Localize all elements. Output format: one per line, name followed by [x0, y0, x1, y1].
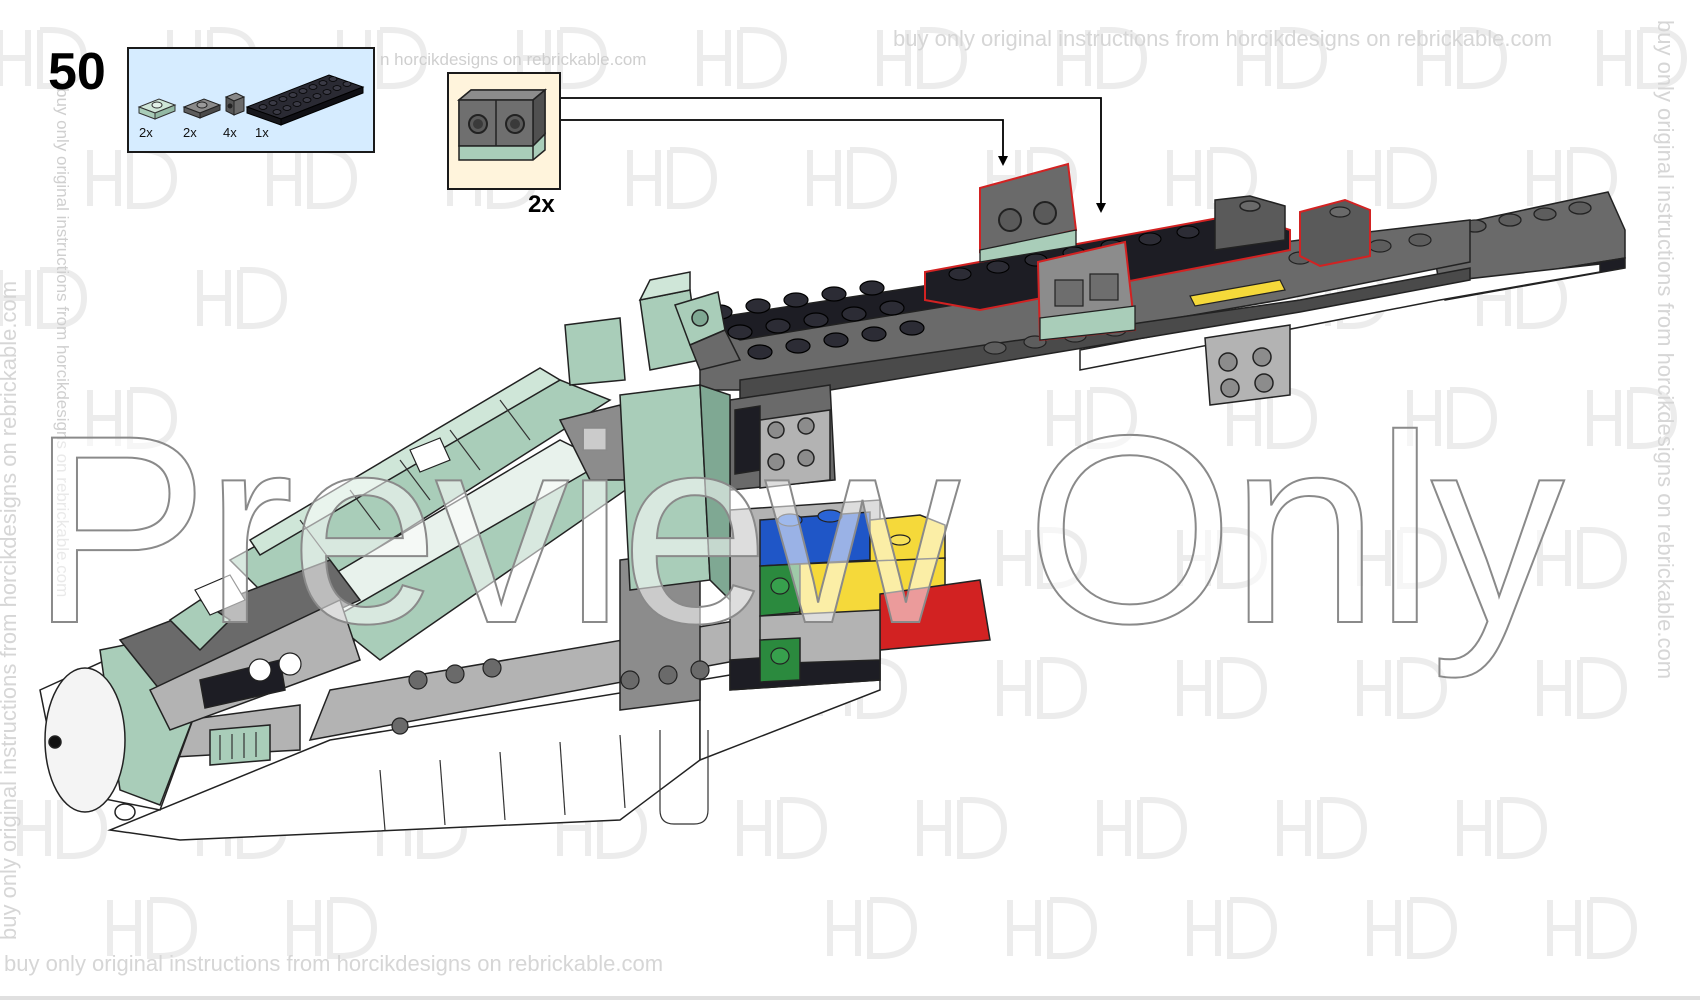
arrow-head-2 [998, 156, 1008, 166]
black-plate-2x8-icon [245, 74, 365, 126]
new-bracket-lower [1036, 240, 1137, 342]
watermark-inner-fragment: n horcikdesigns on rebrickable.com [380, 50, 647, 69]
callout-arrows [561, 97, 1102, 205]
new-tile-red [1299, 198, 1371, 268]
fuselage-studs [391, 658, 710, 735]
gray-tile-icon [182, 98, 222, 119]
subassembly-callout [447, 72, 561, 190]
subassembly-quantity: 2x [528, 191, 555, 218]
fuselage-panels [379, 730, 709, 831]
nose-cone [44, 667, 136, 821]
colored-brick-studs [770, 509, 911, 665]
parts-list-box: 2x 2x 4x 1x [127, 47, 375, 153]
cockpit-windows [194, 437, 451, 682]
colored-bricks [759, 511, 991, 683]
step-number: 50 [48, 43, 106, 101]
subassembly-part-icon [456, 88, 548, 161]
part-qty-2: 2x [183, 125, 197, 140]
watermark-bottom: buy only original instructions from horc… [4, 951, 664, 976]
part-qty-4: 1x [255, 125, 269, 140]
part-qty-1: 2x [139, 125, 153, 140]
page-bottom-edge [0, 996, 1700, 1000]
arrow-head-1 [1096, 203, 1106, 213]
gray-tile-top [1214, 195, 1286, 251]
rotor-mount [674, 291, 742, 371]
part-qty-3: 4x [223, 125, 237, 140]
preview-overlay-text: Preview Only [29, 379, 1566, 679]
parts-icons [137, 74, 365, 126]
bracket-brick-icon [224, 92, 246, 116]
new-bracket-upper [979, 162, 1078, 263]
watermark-top: buy only original instructions from horc… [893, 26, 1553, 51]
tail-bracket [1204, 324, 1291, 406]
green-jumper-plate-icon [137, 98, 177, 120]
yellow-strip [1189, 279, 1286, 307]
cockpit-details [219, 399, 531, 760]
